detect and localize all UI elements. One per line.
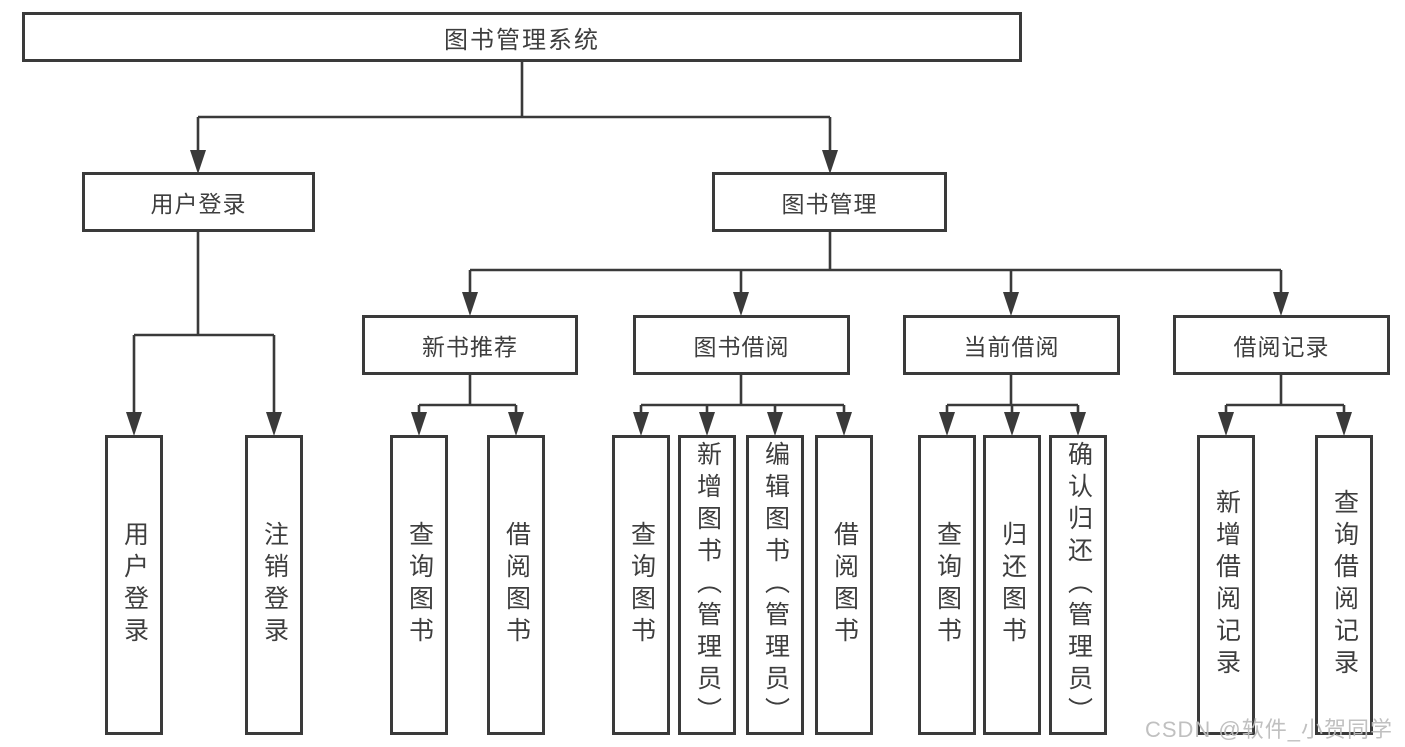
group-node-label: 当前借阅 bbox=[963, 334, 1060, 360]
branch-node-label: 用户登录 bbox=[150, 191, 247, 217]
leaf-node-add-books-admin: 新增图书（管理员） bbox=[678, 435, 736, 735]
leaf-node-return-books: 归还图书 bbox=[983, 435, 1041, 735]
leaf-node-label: 查询借阅记录 bbox=[1330, 489, 1359, 681]
group-node-label: 借阅记录 bbox=[1233, 334, 1330, 360]
leaf-node-user-login: 用户登录 bbox=[105, 435, 163, 735]
leaf-node-logout: 注销登录 bbox=[245, 435, 303, 735]
leaf-node-confirm-return-admin: 确认归还（管理员） bbox=[1049, 435, 1107, 735]
group-node-current-borrow: 当前借阅 bbox=[903, 315, 1120, 375]
root-node-system: 图书管理系统 bbox=[22, 12, 1022, 62]
leaf-node-query-books-borrow: 查询图书 bbox=[612, 435, 670, 735]
leaf-node-query-books-current: 查询图书 bbox=[918, 435, 976, 735]
leaf-node-label: 借阅图书 bbox=[830, 521, 859, 649]
leaf-node-label: 借阅图书 bbox=[502, 521, 531, 649]
leaf-node-label: 查询图书 bbox=[933, 521, 962, 649]
leaf-node-label: 新增图书（管理员） bbox=[693, 441, 722, 729]
leaf-node-borrow-books: 借阅图书 bbox=[815, 435, 873, 735]
leaf-node-label: 新增借阅记录 bbox=[1212, 489, 1241, 681]
group-node-book-borrow: 图书借阅 bbox=[633, 315, 850, 375]
branch-node-book-management: 图书管理 bbox=[712, 172, 947, 232]
leaf-node-label: 查询图书 bbox=[627, 521, 656, 649]
group-node-borrow-records: 借阅记录 bbox=[1173, 315, 1390, 375]
branch-node-user-login: 用户登录 bbox=[82, 172, 315, 232]
branch-node-label: 图书管理 bbox=[781, 191, 878, 217]
leaf-node-query-books-recommend: 查询图书 bbox=[390, 435, 448, 735]
leaf-node-label: 用户登录 bbox=[120, 521, 149, 649]
leaf-node-label: 查询图书 bbox=[405, 521, 434, 649]
leaf-node-label: 归还图书 bbox=[998, 521, 1027, 649]
group-node-new-book-recommend: 新书推荐 bbox=[362, 315, 578, 375]
group-node-label: 图书借阅 bbox=[693, 334, 790, 360]
leaf-node-edit-books-admin: 编辑图书（管理员） bbox=[746, 435, 804, 735]
group-node-label: 新书推荐 bbox=[422, 334, 518, 360]
leaf-node-label: 注销登录 bbox=[260, 521, 289, 649]
root-node-label: 图书管理系统 bbox=[444, 26, 600, 54]
leaf-node-add-borrow-record: 新增借阅记录 bbox=[1197, 435, 1255, 735]
leaf-node-borrow-books-recommend: 借阅图书 bbox=[487, 435, 545, 735]
leaf-node-query-borrow-record: 查询借阅记录 bbox=[1315, 435, 1373, 735]
watermark: CSDN @软件_小贺同学 bbox=[1144, 717, 1393, 742]
leaf-node-label: 编辑图书（管理员） bbox=[761, 441, 790, 729]
leaf-node-label: 确认归还（管理员） bbox=[1064, 441, 1093, 729]
